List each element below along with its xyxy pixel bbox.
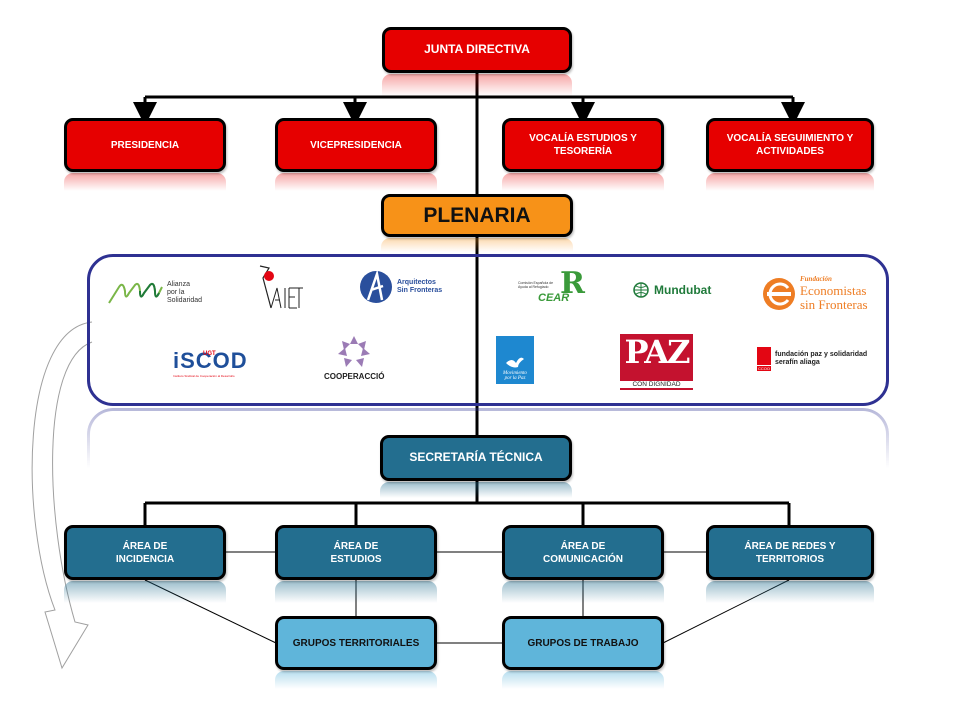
area-estudios-label: ÁREA DE ESTUDIOS — [330, 540, 382, 565]
orange-e-icon — [763, 278, 795, 311]
area-incidencia-label: ÁREA DE INCIDENCIA — [115, 540, 175, 565]
logo-mundubat: Mundubat — [632, 281, 711, 299]
logo-arquitectos: Arquitectos Sin Fronteras — [359, 270, 442, 304]
plenaria-label: PLENARIA — [423, 203, 531, 227]
logo-mpdl: Movimiento por la Paz — [496, 336, 534, 384]
vocalia-seguimiento-label: VOCALÍA SEGUIMIENTO Y ACTIVIDADES — [726, 133, 854, 157]
grupos-trabajo-label: GRUPOS DE TRABAJO — [527, 637, 639, 649]
presidencia-label: PRESIDENCIA — [110, 139, 180, 151]
blue-circle-a-icon — [360, 270, 392, 303]
vicepresidencia-label: VICEPRESIDENCIA — [310, 139, 402, 151]
globe-icon — [633, 282, 649, 298]
junta-directiva-label: JUNTA DIRECTIVA — [424, 42, 530, 57]
area-comunicacion-box: ÁREA DE COMUNICACIÓN — [502, 525, 664, 580]
logo-cooperaccio: COOPERACCIÓ — [324, 334, 384, 381]
red-dot-figure-icon — [259, 265, 303, 309]
secretaria-tecnica-box: SECRETARÍA TÉCNICA — [380, 435, 572, 481]
secretaria-tecnica-label: SECRETARÍA TÉCNICA — [409, 450, 543, 465]
junta-directiva-box: JUNTA DIRECTIVA — [382, 27, 572, 73]
purple-star-icon — [338, 336, 371, 367]
vocalia-seguimiento-box: VOCALÍA SEGUIMIENTO Y ACTIVIDADES — [706, 118, 874, 172]
area-incidencia-box: ÁREA DE INCIDENCIA — [64, 525, 226, 580]
grupos-territoriales-box: GRUPOS TERRITORIALES — [275, 616, 437, 670]
vocalia-estudios-label: VOCALÍA ESTUDIOS Y TESORERÍA — [529, 133, 637, 157]
feedback-arrow — [31, 321, 93, 670]
area-comunicacion-label: ÁREA DE COMUNICACIÓN — [543, 540, 623, 565]
logo-cear: Comisión Española de Ayuda al Refugiado … — [518, 266, 585, 304]
members-panel — [87, 254, 889, 406]
area-redes-label: ÁREA DE REDES Y TERRITORIOS — [744, 540, 836, 565]
panel-reflection — [87, 408, 889, 468]
vicepresidencia-box: VICEPRESIDENCIA — [275, 118, 437, 172]
dove-icon — [506, 357, 524, 368]
logo-iscod: iSCOD UGT Instituto Sindical de Cooperac… — [173, 348, 248, 378]
logo-paz-dignidad: PAZ CON DIGNIDAD — [620, 334, 693, 390]
logo-economistas: Fundación Economistas sin Fronteras — [762, 275, 868, 312]
logo-fpsa: CCOO fundación paz y solidaridad serafín… — [757, 347, 867, 371]
logo-aieti — [255, 264, 305, 310]
grupos-trabajo-box: GRUPOS DE TRABAJO — [502, 616, 664, 670]
wave-loops-icon — [108, 282, 163, 304]
plenaria-box: PLENARIA — [381, 194, 573, 237]
area-redes-box: ÁREA DE REDES Y TERRITORIOS — [706, 525, 874, 580]
area-estudios-box: ÁREA DE ESTUDIOS — [275, 525, 437, 580]
vocalia-estudios-box: VOCALÍA ESTUDIOS Y TESORERÍA — [502, 118, 664, 172]
logo-alianza: Alianza por la Solidaridad — [107, 281, 202, 305]
presidencia-box: PRESIDENCIA — [64, 118, 226, 172]
grupos-territoriales-label: GRUPOS TERRITORIALES — [292, 637, 420, 649]
